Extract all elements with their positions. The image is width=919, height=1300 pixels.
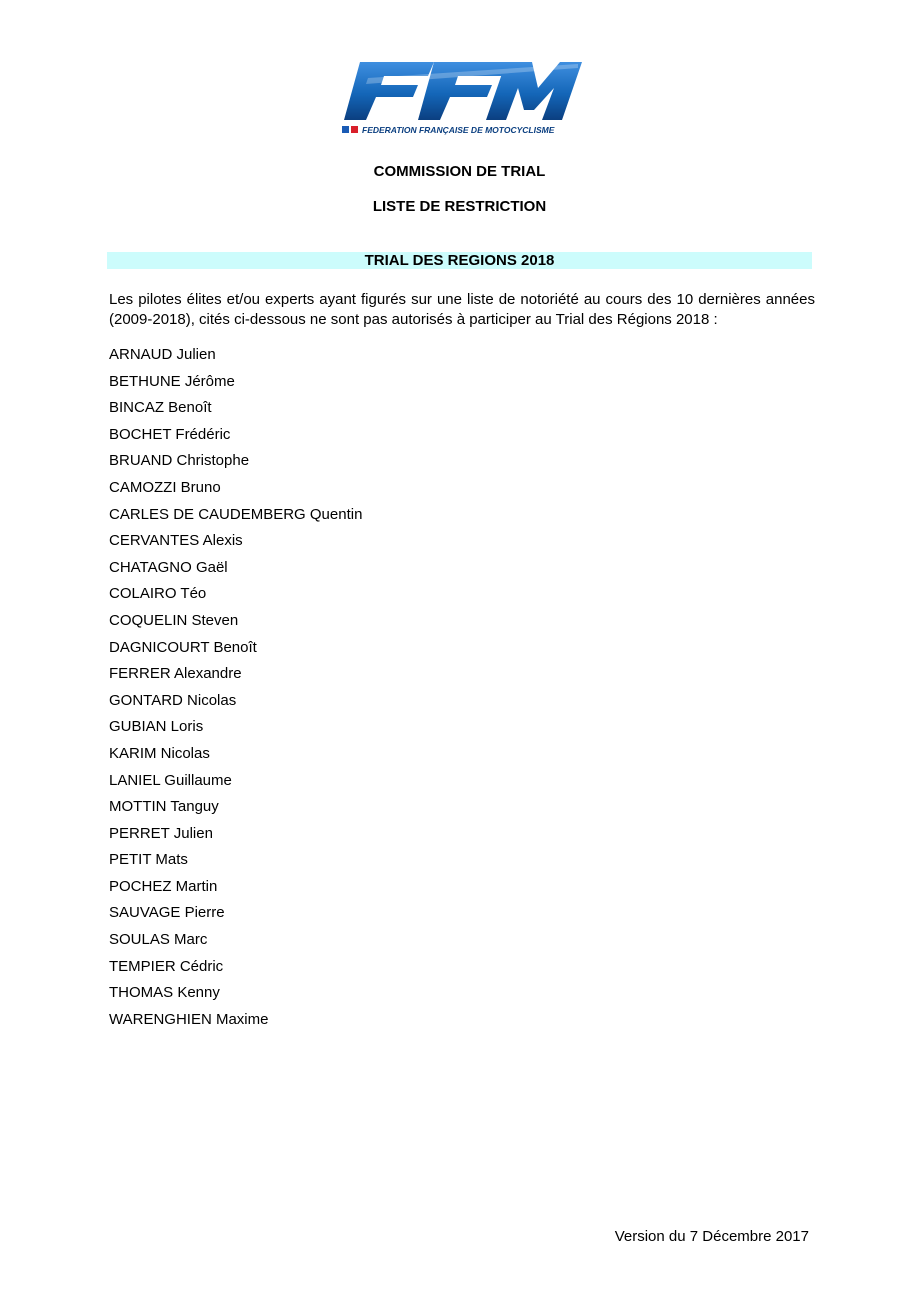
intro-paragraph: Les pilotes élites et/ou experts ayant f…	[109, 291, 815, 328]
rider-name: CARLES DE CAUDEMBERG Quentin	[109, 505, 363, 523]
rider-name: COLAIRO Téo	[109, 585, 207, 603]
commission-title: COMMISSION DE TRIAL	[373, 163, 546, 180]
rider-name: SOULAS Marc	[109, 931, 208, 949]
section-title: TRIAL DES REGIONS 2018	[364, 252, 555, 269]
rider-name: THOMAS Kenny	[109, 984, 220, 1002]
rider-name: GUBIAN Loris	[109, 718, 204, 736]
version-footer: Version du 7 Décembre 2017	[614, 1228, 809, 1245]
rider-name: BOCHET Frédéric	[109, 425, 231, 443]
rider-name: ARNAUD Julien	[109, 346, 216, 363]
rider-name: PETIT Mats	[109, 851, 188, 869]
rider-name: CAMOZZI Bruno	[109, 478, 221, 496]
rider-name: CERVANTES Alexis	[109, 532, 243, 550]
rider-name: GONTARD Nicolas	[109, 691, 237, 709]
rider-name: BETHUNE Jérôme	[109, 372, 235, 390]
rider-name: PERRET Julien	[109, 824, 213, 842]
rider-name: KARIM Nicolas	[109, 744, 210, 762]
rider-name: TEMPIER Cédric	[109, 957, 224, 975]
rider-name: LANIEL Guillaume	[109, 771, 232, 789]
rider-name: MOTTIN Tanguy	[109, 798, 219, 816]
rider-name: BRUAND Christophe	[109, 452, 250, 470]
ffm-logo: FEDERATION FRANÇAISE DE MOTOCYCLISME	[338, 58, 582, 138]
rider-name: WARENGHIEN Maxime	[109, 1010, 269, 1028]
logo-tagline: FEDERATION FRANÇAISE DE MOTOCYCLISME	[362, 125, 555, 135]
ffm-logo-graphic: FEDERATION FRANÇAISE DE MOTOCYCLISME	[342, 62, 582, 135]
list-title: LISTE DE RESTRICTION	[372, 198, 547, 215]
section-band	[107, 252, 812, 269]
rider-name: SAUVAGE Pierre	[109, 904, 225, 922]
rider-name: DAGNICOURT Benoît	[109, 638, 257, 656]
rider-name: CHATAGNO Gaël	[109, 558, 228, 576]
rider-name: BINCAZ Benoît	[109, 399, 212, 417]
rider-name: COQUELIN Steven	[109, 611, 239, 629]
rider-name: FERRER Alexandre	[109, 665, 242, 683]
rider-name: POCHEZ Martin	[109, 877, 218, 895]
